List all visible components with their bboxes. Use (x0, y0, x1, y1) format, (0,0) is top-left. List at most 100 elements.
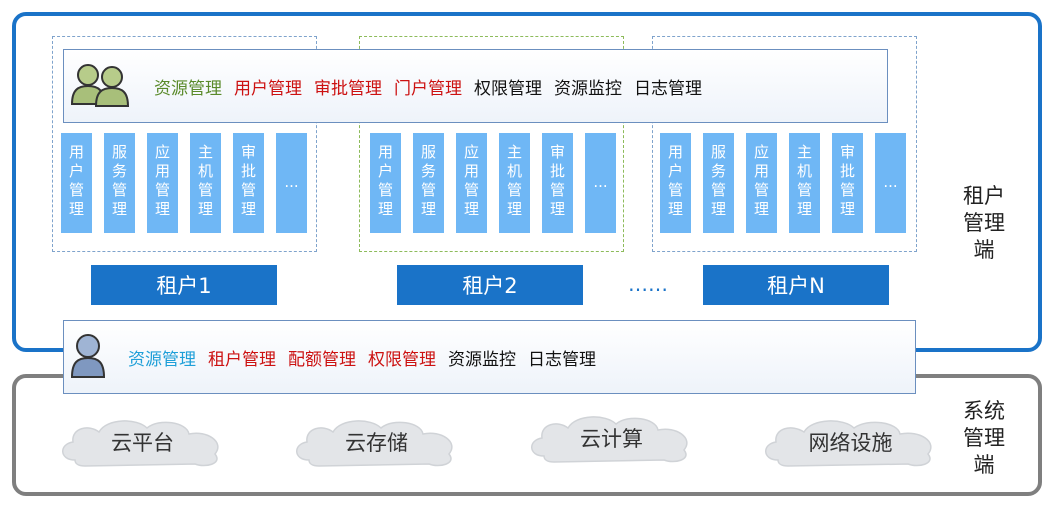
module-tile-char: 审 (839, 143, 855, 161)
tenant-region-label: 租户 管理 端 (963, 184, 1005, 262)
module-tile-char: 用 (753, 162, 769, 180)
module-tile-char: 批 (549, 162, 565, 180)
users-icon (70, 60, 132, 112)
network-facilities: 网络设施 (758, 414, 943, 470)
module-tile[interactable]: 应用管理 (147, 133, 178, 233)
module-tile-char: 理 (154, 200, 170, 218)
module-tile-char: 管 (377, 181, 393, 199)
module-tile-char: ... (284, 173, 299, 191)
module-tile-char: 用 (377, 143, 393, 161)
module-tile[interactable]: 主机管理 (190, 133, 221, 233)
module-tile-char: 理 (197, 200, 213, 218)
module-tile-char: 管 (240, 181, 256, 199)
module-tile[interactable]: ... (875, 133, 906, 233)
module-tile-char: 机 (197, 162, 213, 180)
module-tile-char: 理 (111, 200, 127, 218)
cloud-icon (531, 416, 688, 463)
network-facilities-label: 网络设施 (808, 431, 893, 455)
system-admin-menu-item[interactable]: 配额管理 (288, 349, 356, 370)
module-tile-char: 管 (463, 181, 479, 199)
module-tile-char: 管 (549, 181, 565, 199)
module-tile[interactable]: 主机管理 (789, 133, 820, 233)
module-tile-char: 审 (240, 143, 256, 161)
module-tile-char: 务 (710, 162, 726, 180)
cloud-platform-label: 云平台 (111, 431, 174, 455)
module-tile-char: 管 (68, 181, 84, 199)
system-admin-menu-item[interactable]: 资源管理 (128, 349, 196, 370)
tenant-admin-menu: 资源管理用户管理审批管理门户管理权限管理资源监控日志管理 (154, 74, 714, 99)
module-tile-char: 管 (710, 181, 726, 199)
module-tile[interactable]: 用户管理 (61, 133, 92, 233)
system-admin-menu-item[interactable]: 权限管理 (368, 349, 436, 370)
module-tile[interactable]: 审批管理 (832, 133, 863, 233)
module-tile-char: 务 (111, 162, 127, 180)
module-tile-char: 理 (506, 200, 522, 218)
system-admin-menu-item[interactable]: 租户管理 (208, 349, 276, 370)
module-tile-char: 管 (506, 181, 522, 199)
module-tile-char: 管 (111, 181, 127, 199)
module-tile-char: 批 (240, 162, 256, 180)
module-tile-char: 管 (839, 181, 855, 199)
module-tile-char: 管 (753, 181, 769, 199)
system-admin-menu: 资源管理租户管理配额管理权限管理资源监控日志管理 (128, 345, 608, 370)
module-tile-char: 管 (197, 181, 213, 199)
module-tile-char: 审 (549, 143, 565, 161)
module-tile[interactable]: 审批管理 (542, 133, 573, 233)
module-tile-char: 户 (667, 162, 683, 180)
module-tile-char: 务 (420, 162, 436, 180)
module-tile-char: 主 (796, 143, 812, 161)
module-tile-char: 用 (667, 143, 683, 161)
system-region-label: 系统 管理 端 (963, 399, 1005, 477)
module-tile[interactable]: 主机管理 (499, 133, 530, 233)
user-icon (70, 331, 106, 383)
module-tile-char: 应 (154, 143, 170, 161)
tenant-n-tag[interactable]: 租户N (703, 265, 889, 305)
module-tile-char: ... (593, 173, 608, 191)
tenant-admin-menu-item[interactable]: 审批管理 (314, 78, 382, 99)
module-tile-char: 主 (506, 143, 522, 161)
module-tile[interactable]: 用户管理 (370, 133, 401, 233)
module-tile[interactable]: 服务管理 (104, 133, 135, 233)
tenant-2-tag[interactable]: 租户2 (397, 265, 583, 305)
system-admin-menu-item[interactable]: 资源监控 (448, 349, 516, 370)
tenant-admin-menu-item[interactable]: 日志管理 (634, 78, 702, 99)
module-tile[interactable]: ... (585, 133, 616, 233)
module-tile-char: 主 (197, 143, 213, 161)
module-tile-char: ... (883, 173, 898, 191)
module-tile[interactable]: 服务管理 (413, 133, 444, 233)
tenant-1-tag[interactable]: 租户1 (91, 265, 277, 305)
module-tile-char: 机 (796, 162, 812, 180)
module-tile[interactable]: 服务管理 (703, 133, 734, 233)
tenant-admin-menu-item[interactable]: 门户管理 (394, 78, 462, 99)
module-tile-char: 户 (68, 162, 84, 180)
cloud-icon (765, 420, 932, 467)
module-tile[interactable]: 应用管理 (456, 133, 487, 233)
module-tile-char: 理 (667, 200, 683, 218)
module-tile-char: 机 (506, 162, 522, 180)
tenant-1-modules: 用户管理服务管理应用管理主机管理审批管理... (61, 133, 307, 233)
system-admin-menu-item[interactable]: 日志管理 (528, 349, 596, 370)
tenant-2-modules: 用户管理服务管理应用管理主机管理审批管理... (370, 133, 616, 233)
tenant-admin-bar: 资源管理用户管理审批管理门户管理权限管理资源监控日志管理 (63, 49, 888, 123)
tenant-admin-menu-item[interactable]: 权限管理 (474, 78, 542, 99)
module-tile[interactable]: 审批管理 (233, 133, 264, 233)
module-tile-char: 管 (796, 181, 812, 199)
tenant-admin-menu-item[interactable]: 用户管理 (234, 78, 302, 99)
module-tile-char: 用 (154, 162, 170, 180)
cloud-icon (296, 420, 453, 467)
module-tile[interactable]: ... (276, 133, 307, 233)
module-tile-char: 理 (377, 200, 393, 218)
module-tile[interactable]: 应用管理 (746, 133, 777, 233)
module-tile-char: 服 (710, 143, 726, 161)
tenant-admin-menu-item[interactable]: 资源管理 (154, 78, 222, 99)
module-tile-char: 理 (710, 200, 726, 218)
tenant-admin-menu-item[interactable]: 资源监控 (554, 78, 622, 99)
module-tile[interactable]: 用户管理 (660, 133, 691, 233)
module-tile-char: 理 (463, 200, 479, 218)
module-tile-char: 理 (753, 200, 769, 218)
module-tile-char: 管 (420, 181, 436, 199)
module-tile-char: 应 (753, 143, 769, 161)
module-tile-char: 理 (68, 200, 84, 218)
module-tile-char: 理 (839, 200, 855, 218)
system-admin-bar: 资源管理租户管理配额管理权限管理资源监控日志管理 (63, 320, 916, 394)
